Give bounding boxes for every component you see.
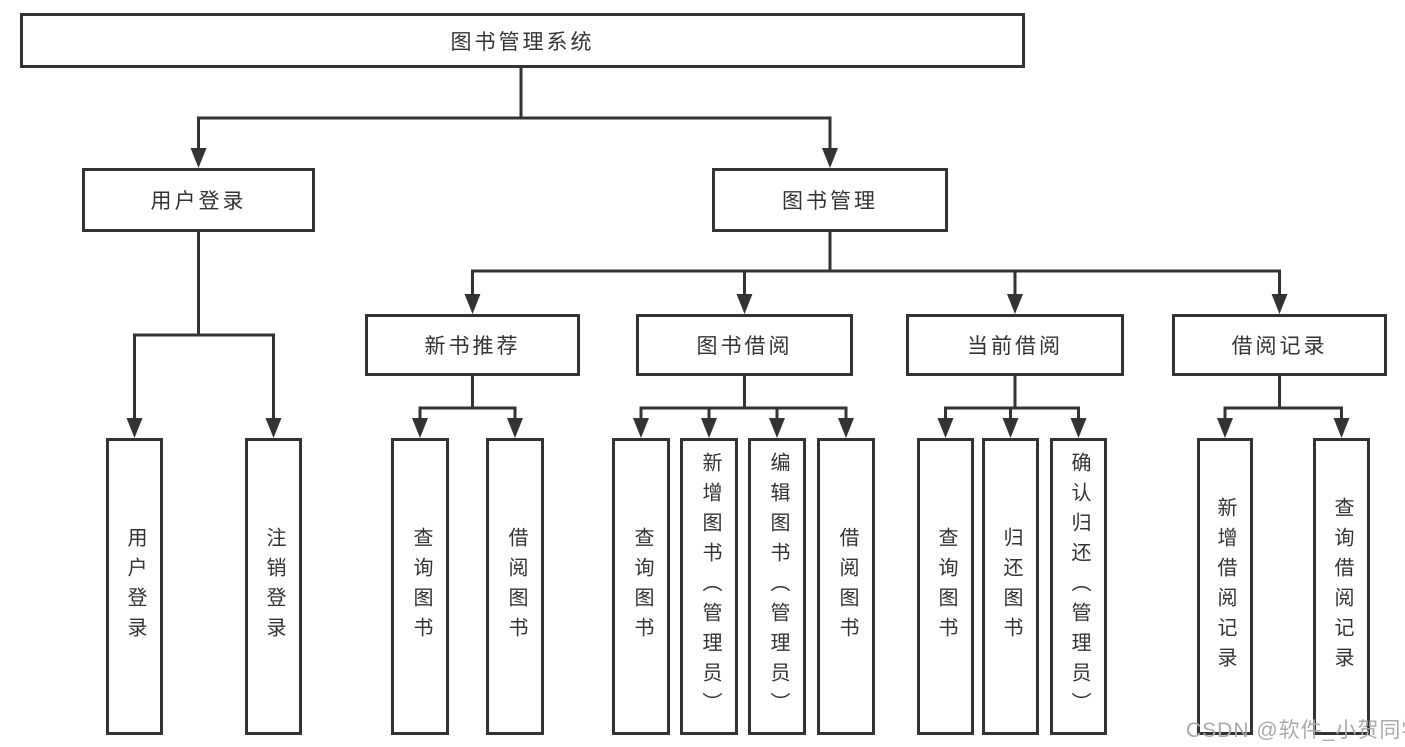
leaf-borrow-books-recommend: 借阅图书 [486,438,544,735]
leaf-add-books-admin: 新增图书（管理员） [680,438,738,735]
leaf-borrow-books: 借阅图书 [817,438,875,735]
leaf-user-login: 用户登录 [106,438,163,735]
leaf-query-books-recommend: 查询图书 [391,438,449,735]
node-book-management: 图书管理 [712,168,948,232]
node-current-borrow: 当前借阅 [906,314,1124,376]
node-user-login: 用户登录 [82,168,315,232]
leaf-add-borrow-record: 新增借阅记录 [1197,438,1253,735]
node-library-management-system: 图书管理系统 [20,13,1025,68]
csdn-watermark: CSDN @软件_小贺同学 [1186,719,1405,742]
leaf-query-books-current: 查询图书 [917,438,974,735]
leaf-return-books: 归还图书 [982,438,1039,735]
leaf-query-borrow-record: 查询借阅记录 [1313,438,1370,735]
leaf-logout: 注销登录 [245,438,302,735]
leaf-edit-books-admin: 编辑图书（管理员） [748,438,806,735]
node-borrow-records: 借阅记录 [1172,314,1387,376]
leaf-confirm-return-admin: 确认归还（管理员） [1050,438,1107,735]
node-book-borrow: 图书借阅 [636,314,853,376]
node-new-book-recommend: 新书推荐 [365,314,580,376]
leaf-query-books-borrow: 查询图书 [612,438,670,735]
